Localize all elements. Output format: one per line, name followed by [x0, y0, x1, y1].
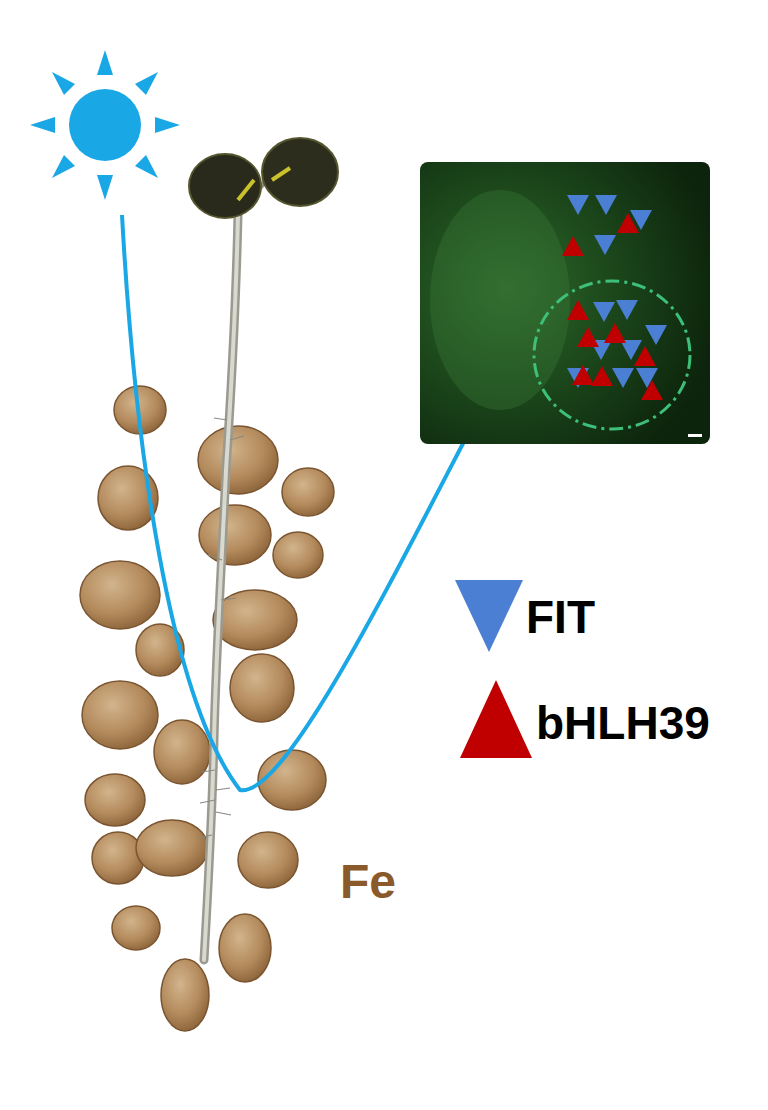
legend-triangle [460, 680, 532, 758]
legend-label: bHLH39 [536, 700, 710, 746]
sun-icon [30, 50, 180, 200]
legend-label: FIT [526, 594, 595, 640]
element-label: Fe [340, 858, 396, 906]
seedling [189, 138, 338, 960]
legend-swatch [460, 680, 532, 758]
legend-swatch [455, 580, 523, 652]
legend-triangle [455, 580, 523, 652]
microscopy-inset [420, 162, 710, 444]
